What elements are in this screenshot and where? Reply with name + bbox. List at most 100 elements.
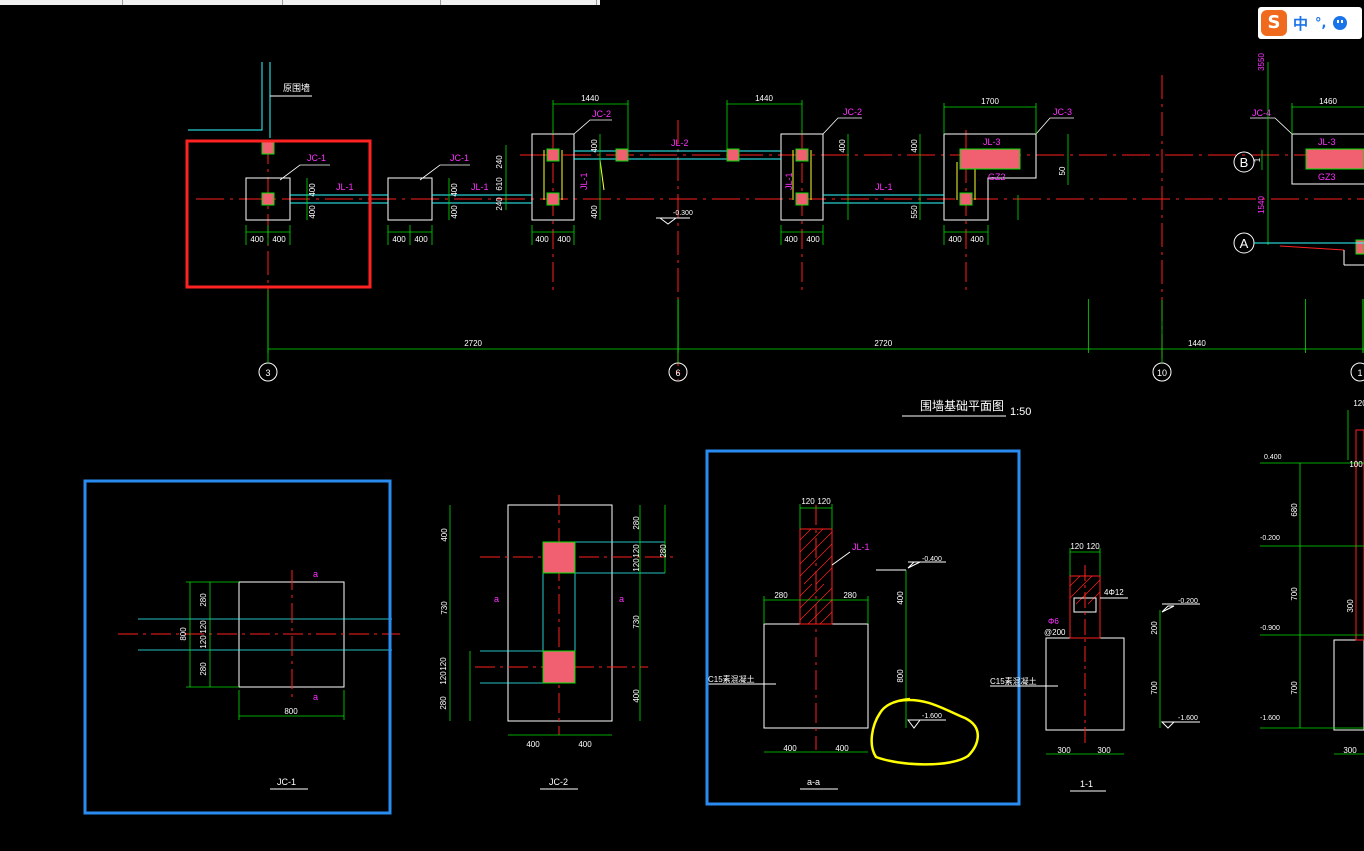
dim-small: 400: [308, 205, 317, 219]
dim-jc2b-width: 1440: [755, 94, 773, 103]
row-dim-lower: 1540: [1257, 196, 1266, 214]
s11-dim: 200: [1150, 621, 1159, 635]
label-jl1-c: JL-1: [579, 172, 589, 190]
right-level: 0.400: [1264, 454, 1282, 461]
tab-separator: [440, 0, 441, 5]
row-dim-top: 3550: [1257, 53, 1266, 71]
dim-jc2a-width: 1440: [581, 94, 599, 103]
dim-jc3-width: 1700: [981, 97, 999, 106]
footings: [245, 133, 1364, 221]
jc1-dim: 800: [284, 707, 298, 716]
dim-small: 400: [838, 139, 847, 153]
label-jl3-a: JL-3: [983, 137, 1001, 147]
detail-jc2: 400 730 120 120 280 280 120 120 730 400 …: [439, 495, 675, 790]
ime-punctuation-toggle[interactable]: °,: [1315, 15, 1327, 31]
right-dim: 120: [1353, 399, 1364, 408]
s11-spacing-label: @200: [1044, 628, 1066, 637]
label-jc4: JC-4: [1252, 108, 1271, 118]
ground-beams: [290, 150, 944, 204]
dim-small: 50: [1058, 166, 1067, 175]
right-dim: 700: [1290, 587, 1299, 601]
row-bubbles: [1233, 151, 1364, 254]
grid-bubbles: [258, 362, 1364, 382]
aa-dim: 400: [896, 591, 905, 605]
grid-bubble-stems: [267, 290, 1163, 363]
jc2-section-mark: a: [494, 594, 499, 604]
detail-right-partial: 120 100 680 700 700 300 300 0.400 -0.200…: [1260, 399, 1364, 755]
label-jl1-d: JL-1: [784, 172, 794, 190]
jc2-dim: 400: [578, 740, 592, 749]
s11-concrete-label: C15素混凝土: [990, 676, 1037, 686]
label-jc1-b: JC-1: [450, 153, 469, 163]
dim-small: 400: [806, 235, 820, 244]
label-jl1-b: JL-1: [471, 182, 489, 192]
aa-dim: 120: [801, 497, 815, 506]
tab-separator: [122, 0, 123, 5]
s11-dim: 120: [1086, 542, 1100, 551]
aa-level-top: -0.400: [922, 556, 942, 563]
aa-beam-label: JL-1: [852, 542, 870, 552]
jc1-dim: 280: [199, 662, 208, 676]
beam-inner-lines: [543, 150, 976, 200]
right-dim: 700: [1290, 681, 1299, 695]
right-dim: 100: [1349, 460, 1363, 469]
row-bubble-a: A: [1240, 236, 1249, 251]
axis-dim-label: 1440: [1188, 339, 1206, 348]
detail-1-1: 120 120 200 700 300 300 -0.200 -1.600 4Φ…: [990, 542, 1200, 792]
jc2-dim: 280: [632, 516, 641, 530]
yellow-annotation-loop: [870, 697, 979, 766]
corner-label: 原围墙: [283, 82, 310, 93]
jc2-dim: 400: [526, 740, 540, 749]
plan-level-text: -0.300: [673, 210, 693, 217]
s11-stirrup-label: Φ6: [1048, 617, 1059, 626]
aa-level-bottom: -1.600: [922, 713, 942, 720]
aa-title: a-a: [807, 777, 820, 787]
grid-bubble-6: 6: [675, 368, 680, 378]
jc2-section-mark: a: [619, 594, 624, 604]
aa-dim: 280: [774, 591, 788, 600]
leader-lines: [279, 117, 1293, 181]
axis-dim-label: 2720: [464, 339, 482, 348]
dim-small: 400: [784, 235, 798, 244]
jc2-dim: 730: [440, 601, 449, 615]
aa-dim: 400: [835, 744, 849, 753]
member-labels: JC-1 JC-1 JC-2 JC-2 JC-3 JC-4 JL-1 JL-1 …: [307, 107, 1336, 192]
axis-dim-labels: 2720272014409409401440312510202750275010…: [464, 339, 1206, 348]
jc2-dim: 280: [439, 696, 448, 710]
jc2-dim: 280: [659, 544, 668, 558]
jc1-dim: 120: [199, 635, 208, 649]
dim-small: 400: [392, 235, 406, 244]
row-bubble-b: B: [1240, 155, 1249, 170]
s11-dim: 300: [1097, 746, 1111, 755]
dim-small: 400: [590, 205, 599, 219]
highlight-box-red: [185, 139, 372, 289]
ime-language-toggle[interactable]: 中: [1293, 14, 1309, 33]
plan-level-mark: -0.300: [656, 210, 693, 225]
aa-dim: 280: [843, 591, 857, 600]
jc1-dim: 120: [199, 620, 208, 634]
jc2-dim: 730: [632, 615, 641, 629]
top-dim-text: 1440 1440 1700 1460: [581, 94, 1337, 106]
ime-emoji-icon[interactable]: [1333, 16, 1348, 30]
label-jc2-b: JC-2: [843, 107, 862, 117]
window-tab-strip: [0, 0, 600, 5]
tab-separator: [282, 0, 283, 5]
sogou-logo-icon[interactable]: S: [1261, 10, 1287, 36]
dim-jc4-width: 1460: [1319, 97, 1337, 106]
ime-toolbar[interactable]: S 中 °,: [1258, 7, 1362, 39]
aa-dim: 400: [783, 744, 797, 753]
highlight-box-blue-jc1: [83, 479, 392, 815]
tab-separator: [596, 0, 597, 5]
label-jc2-a: JC-2: [592, 109, 611, 119]
dim-small: 400: [450, 205, 459, 219]
aa-dim: 120: [817, 497, 831, 506]
s11-level-top: -0.200: [1178, 598, 1198, 605]
label-jc1-a: JC-1: [307, 153, 326, 163]
row-dim-text: 3550 1540: [1257, 53, 1266, 214]
label-jl2: JL-2: [671, 138, 689, 148]
label-jl3-b: JL-3: [1318, 137, 1336, 147]
right-dim: 300: [1346, 599, 1355, 613]
right-dim: 300: [1343, 746, 1357, 755]
dim-small: 610: [495, 177, 504, 191]
